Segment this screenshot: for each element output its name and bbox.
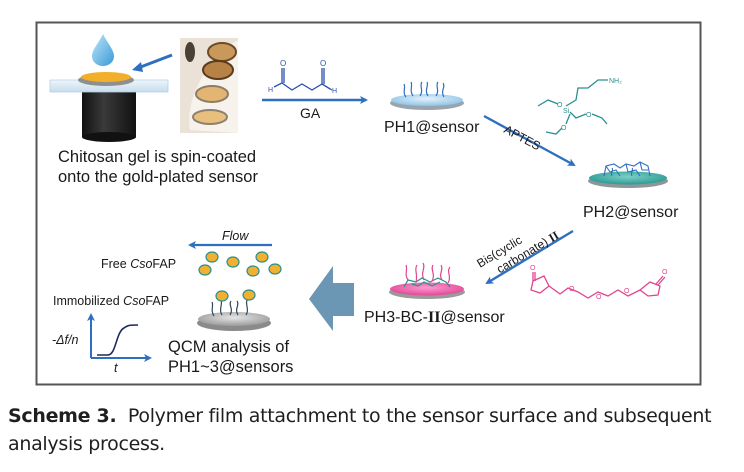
response-curve bbox=[97, 324, 139, 356]
glutaraldehyde-structure bbox=[273, 68, 333, 91]
ph2-label: PH2@sensor bbox=[583, 204, 679, 221]
carbonate-atom-o1: O bbox=[530, 265, 536, 272]
aptes-atom-si: Si bbox=[563, 108, 570, 115]
bis-cyclic-carbonate-structure bbox=[530, 272, 666, 299]
plot-x-label: t bbox=[114, 361, 118, 375]
caption-label: Scheme 3. bbox=[8, 405, 117, 427]
ga-atom-h2: H bbox=[332, 88, 337, 95]
protein-particle bbox=[242, 289, 256, 301]
aptes-structure bbox=[537, 79, 608, 135]
caption-text: Polymer film attachment to the sensor su… bbox=[8, 405, 712, 455]
protein-particle bbox=[268, 263, 282, 275]
carbonate-atom-o4: O bbox=[624, 288, 630, 295]
ga-atom-o1: O bbox=[280, 59, 286, 68]
water-drop-icon bbox=[92, 34, 114, 66]
aptes-atom-o3: O bbox=[561, 125, 567, 132]
protein-particle bbox=[198, 264, 212, 276]
scheme-caption: Scheme 3. Polymer film attachment to the… bbox=[8, 402, 738, 458]
carbonate-reaction-arrow bbox=[485, 229, 574, 285]
spin-coater-illustration bbox=[49, 34, 173, 142]
carbonate-atom-o3: O bbox=[596, 294, 602, 301]
step1-label-line2: onto the gold-plated sensor bbox=[58, 168, 258, 186]
coater-cylinder bbox=[82, 92, 136, 137]
pointer-arrow bbox=[137, 53, 173, 70]
ph2-sensor-illustration bbox=[588, 161, 668, 188]
protein-particle bbox=[255, 251, 269, 263]
protein-particle bbox=[215, 290, 229, 302]
gold-sensor-disc bbox=[81, 72, 131, 82]
ph1-label: PH1@sensor bbox=[384, 119, 480, 136]
coater-cylinder-base bbox=[82, 132, 136, 142]
free-csofap-label: Free CsoFAP bbox=[101, 257, 176, 271]
ga-atom-o2: O bbox=[320, 59, 326, 68]
carbonate-atom-o5: O bbox=[662, 269, 668, 276]
aptes-reaction-arrow bbox=[483, 114, 576, 167]
big-left-arrow bbox=[309, 266, 354, 331]
aptes-atom-nh2: NH₂ bbox=[609, 78, 622, 85]
free-protein-particles bbox=[198, 251, 282, 277]
step1-label-line1: Chitosan gel is spin-coated bbox=[58, 148, 256, 166]
aptes-atom-o1: O bbox=[557, 102, 563, 109]
flow-label: Flow bbox=[222, 229, 249, 243]
qcm-sensor-illustration bbox=[197, 289, 271, 331]
ph3-sensor-illustration bbox=[389, 262, 465, 299]
qcm-response-plot bbox=[87, 313, 152, 362]
protein-particle bbox=[226, 256, 240, 268]
protein-particle bbox=[205, 251, 219, 263]
ph1-sensor-illustration bbox=[390, 81, 464, 110]
scheme-diagram: Chitosan gel is spin-coated onto the gol… bbox=[35, 21, 702, 386]
ga-atom-h1: H bbox=[268, 87, 273, 94]
analysis-label-line1: QCM analysis of bbox=[168, 338, 289, 356]
ph3-label: PH3-BC-II@sensor bbox=[364, 309, 505, 326]
sensor-photo bbox=[180, 38, 238, 133]
immobilized-csofap-label: Immobilized CsoFAP bbox=[53, 294, 169, 308]
ga-label: GA bbox=[300, 105, 321, 121]
aptes-atom-o2: O bbox=[586, 112, 592, 119]
carbonate-atom-o2: O bbox=[569, 286, 575, 293]
plot-y-label: -Δf/n bbox=[52, 333, 78, 347]
protein-particle bbox=[246, 265, 260, 277]
analysis-label-line2: PH1~3@sensors bbox=[168, 358, 293, 376]
